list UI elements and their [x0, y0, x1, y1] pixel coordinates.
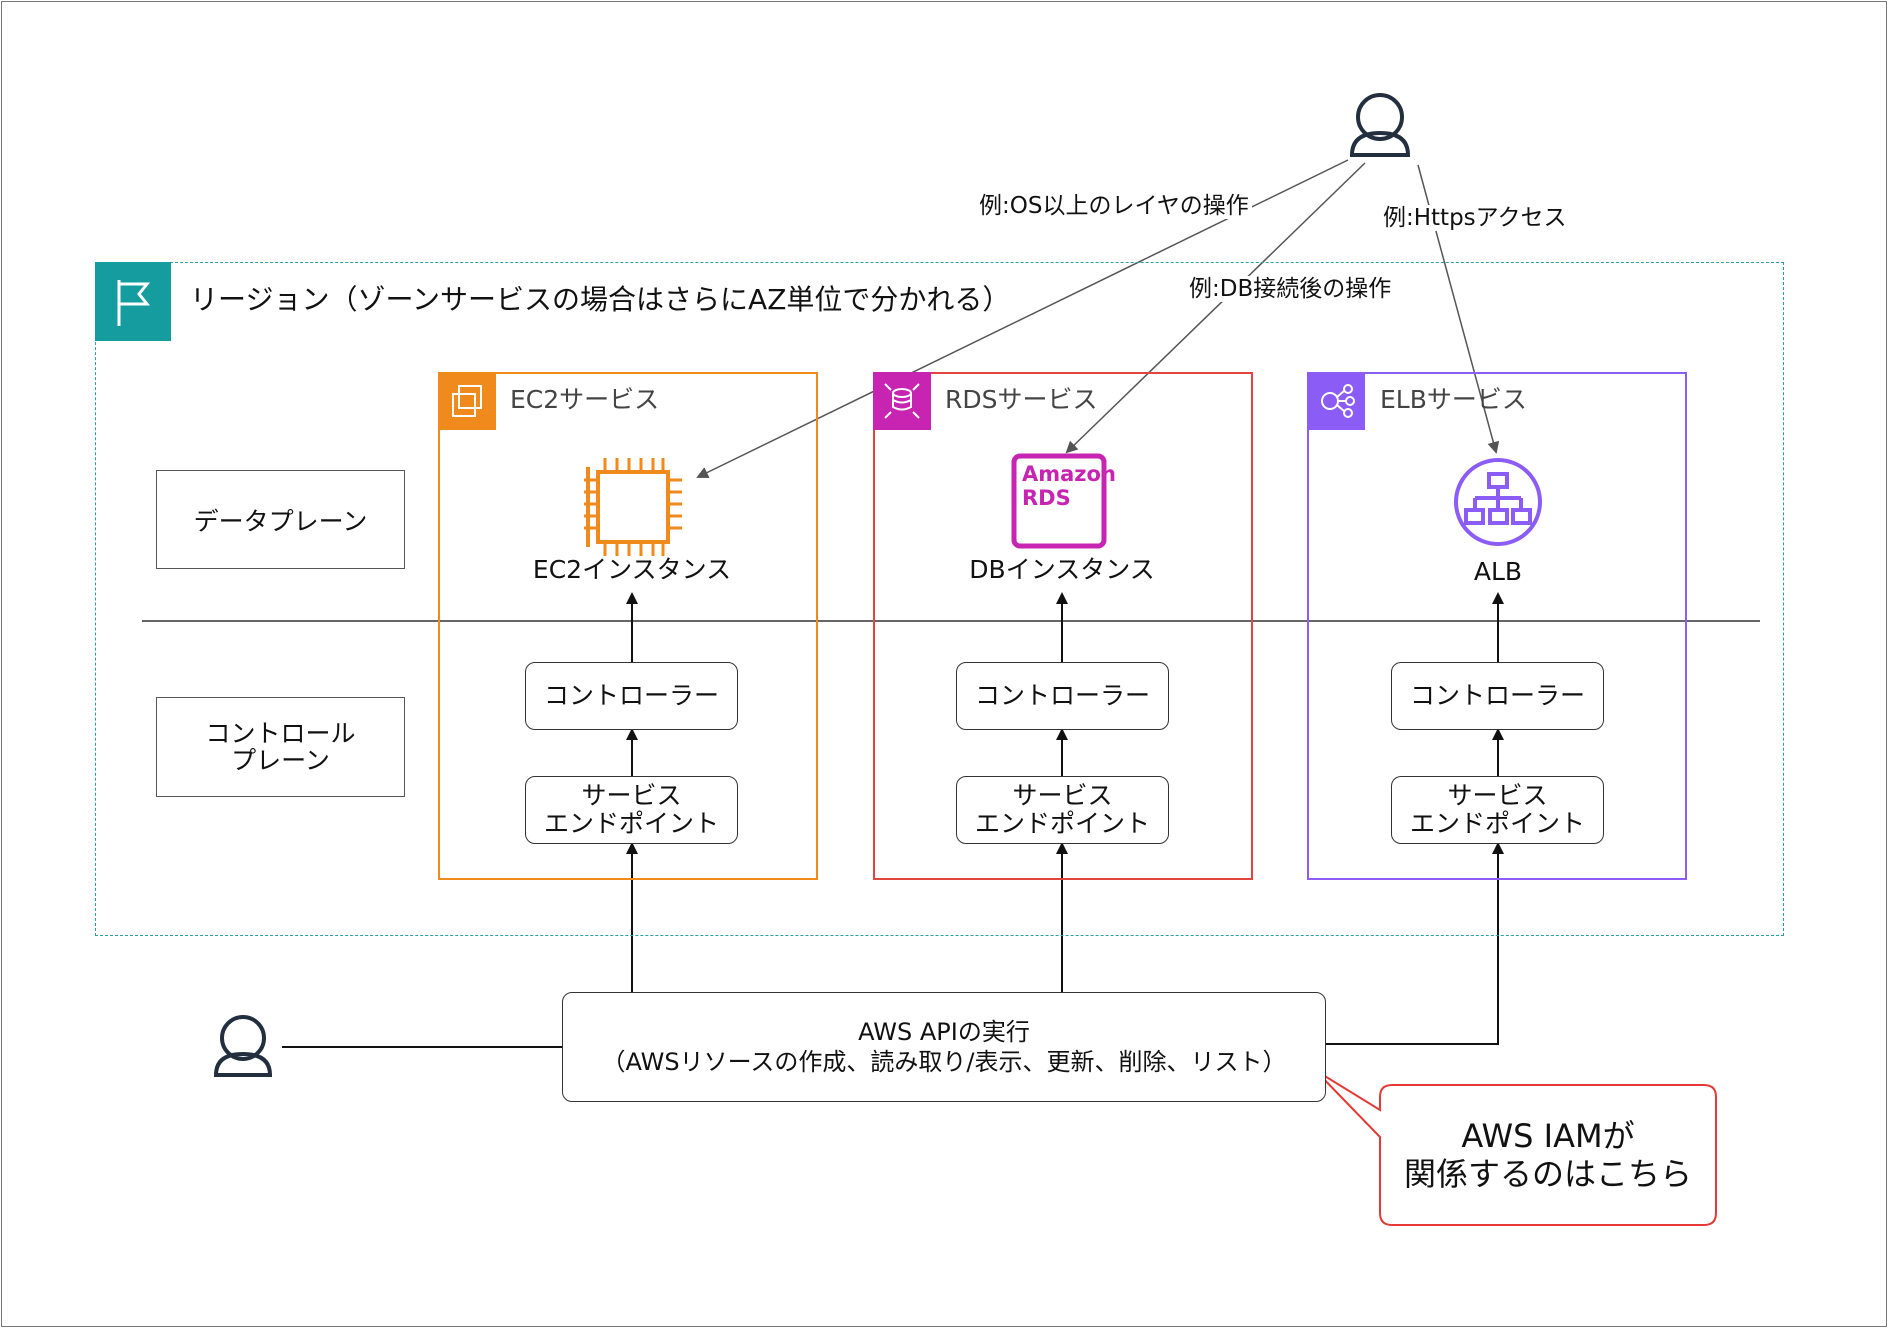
control-plane-label: コントロール プレーン [156, 697, 405, 797]
region-container [95, 262, 1784, 936]
elb-api-to-endpoint-arrow [1326, 842, 1504, 1045]
rds-service-group [873, 372, 1253, 880]
ec2-instance-label: EC2インスタンス [532, 555, 732, 584]
end-user-icon [1349, 93, 1411, 157]
region-label: リージョン（ゾーンサービスの場合はさらにAZ単位で分かれる） [190, 283, 1011, 316]
aws-api-text: AWS APIの実行 （AWSリソースの作成、読み取り/表示、更新、削除、リスト… [601, 1018, 1287, 1076]
alb-label: ALB [1473, 557, 1523, 586]
operator-user-icon [213, 1015, 273, 1077]
ec2-controller-text: コントローラー [543, 681, 719, 710]
rds-endpoint-node: サービス エンドポイント [956, 776, 1169, 844]
db-instance-label: DBインスタンス [969, 555, 1155, 584]
ec2-service-label: EC2サービス [510, 385, 660, 414]
aws-api-box: AWS APIの実行 （AWSリソースの作成、読み取り/表示、更新、削除、リスト… [562, 992, 1326, 1102]
data-plane-text: データプレーン [193, 506, 368, 536]
elb-service-label: ELBサービス [1380, 385, 1527, 414]
rds-service-icon [873, 372, 931, 430]
ec2-instance-icon [584, 458, 682, 556]
ec2-endpoint-text: サービス エンドポイント [543, 781, 719, 838]
iam-callout: AWS IAMが 関係するのはこちら [1380, 1085, 1716, 1225]
rds-service-label: RDSサービス [945, 385, 1098, 414]
elb-service-icon [1307, 372, 1365, 430]
elb-controller-node: コントローラー [1391, 662, 1604, 730]
rds-icon-text: Amazon RDS [1022, 462, 1116, 511]
ec2-service-icon [438, 372, 496, 430]
region-flag-icon [95, 262, 171, 341]
ec2-controller-node: コントローラー [525, 662, 738, 730]
rds-endpoint-text: サービス エンドポイント [974, 781, 1150, 838]
alb-icon [1454, 458, 1542, 546]
elb-service-group [1307, 372, 1687, 880]
data-plane-label: データプレーン [156, 470, 405, 569]
rds-controller-text: コントローラー [974, 681, 1150, 710]
ec2-service-group [438, 372, 818, 880]
rds-user-arrow-label: 例:DB接続後の操作 [1186, 276, 1395, 303]
elb-endpoint-node: サービス エンドポイント [1391, 776, 1604, 844]
ec2-endpoint-node: サービス エンドポイント [525, 776, 738, 844]
control-plane-text: コントロール プレーン [205, 718, 356, 775]
elb-user-arrow-label: 例:Httpsアクセス [1380, 205, 1570, 232]
elb-endpoint-text: サービス エンドポイント [1409, 781, 1585, 838]
iam-callout-bubble [1314, 1069, 1717, 1226]
user-to-rds-arrow [1065, 162, 1366, 454]
elb-controller-text: コントローラー [1409, 681, 1585, 710]
ec2-user-arrow-label: 例:OS以上のレイヤの操作 [976, 193, 1252, 220]
rds-instance-icon [1011, 453, 1107, 549]
iam-callout-text: AWS IAMが 関係するのはこちら [1403, 1116, 1692, 1193]
rds-controller-node: コントローラー [956, 662, 1169, 730]
